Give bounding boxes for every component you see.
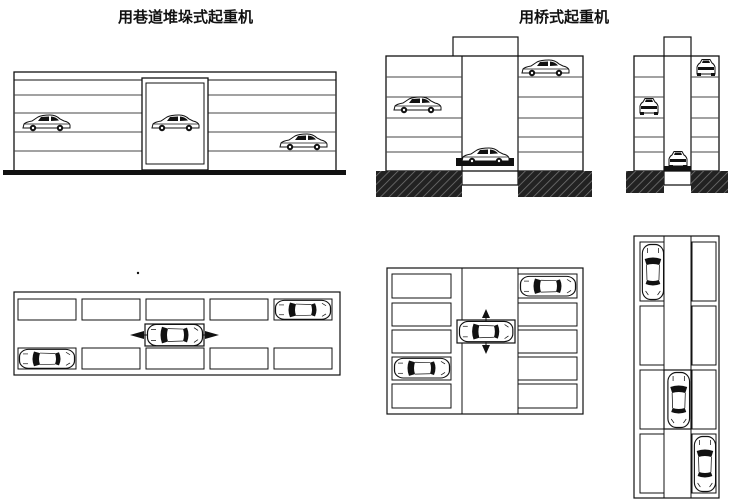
bridge-plan-front [386,267,584,415]
car-top-icon [667,371,691,429]
title-stacker-crane: 用巷道堆垛式起重机 [118,8,254,26]
car-top-icon [18,348,76,369]
stacker-elevation [3,71,346,175]
title-bridge-crane: 用桥式起重机 [519,8,610,26]
stacker-plan [13,291,341,376]
bridge-plan-side [633,235,720,499]
car-top-icon [641,243,665,301]
car-top-icon [274,299,332,320]
car-top-icon [693,435,717,493]
car-top-icon [146,323,204,347]
car-top-icon [519,275,577,297]
car-top-icon [458,320,514,343]
bridge-elevation-front [376,36,592,197]
car-top-icon [393,357,451,379]
bridge-elevation-side [626,36,728,193]
